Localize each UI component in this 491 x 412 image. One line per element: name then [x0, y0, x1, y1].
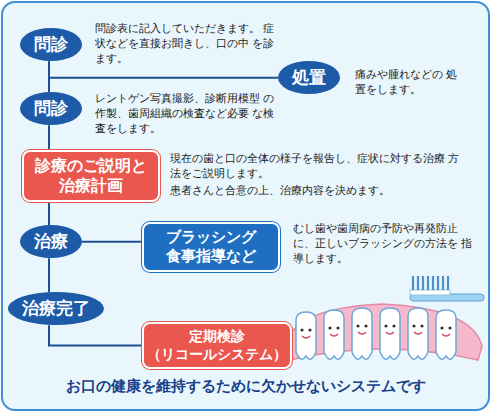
tooth-smiles — [302, 332, 450, 338]
tooth-faces — [300, 324, 451, 331]
tooth-row — [296, 308, 456, 359]
step-oval: 治療完了 — [8, 292, 104, 325]
flow-line — [48, 258, 50, 292]
flow-line — [48, 61, 50, 92]
flow-line — [48, 125, 50, 150]
node-text: 治療完了 — [22, 298, 90, 319]
flow-line — [82, 241, 142, 243]
node-text: 治療 — [34, 231, 68, 252]
toothbrush — [410, 276, 484, 301]
step-oval: 問診 — [20, 92, 82, 125]
description-text: むし歯や歯周病の予防や再発防止 に、正しいブラッシングの方法を 指導します。 — [293, 222, 478, 267]
teeth-illustration — [282, 268, 487, 372]
description-text: レントゲン写真撮影、診断用模型 の作製、歯周組織の検査など必要 な検査をします。 — [95, 92, 275, 137]
flow-line — [49, 325, 142, 345]
guidance-box: ブラッシング 食事指導など — [142, 222, 280, 272]
description-text: 痛みや腫れなどの 処置をします。 — [355, 68, 465, 98]
node-text: 処置 — [292, 67, 326, 88]
description-text: 問診表に記入していただきます。 症状などを直接お聞きし、口の中 を診ます。 — [95, 22, 275, 67]
node-text: 定期検診 （リコールシステム） — [147, 328, 287, 363]
flow-line — [49, 61, 278, 77]
step-oval: 処置 — [278, 61, 340, 94]
step-oval: 問診 — [20, 28, 82, 61]
node-text: 問診 — [34, 34, 68, 55]
node-text: ブラッシング 食事指導など — [152, 228, 270, 266]
gum-shape — [286, 304, 482, 360]
recall-box: 定期検診 （リコールシステム） — [142, 322, 292, 369]
description-text: 現在の歯と口の全体の様子を報告し、症状に対する治療 方法をご説明します。 — [170, 152, 470, 182]
flow-line — [48, 202, 50, 225]
step-oval: 治療 — [20, 225, 82, 258]
node-text: 診療のご説明と 治療計画 — [32, 156, 150, 196]
description-text: 患者さんと合意の上、治療内容を決めます。 — [170, 184, 470, 199]
node-text: 問診 — [34, 98, 68, 119]
plan-box: 診療のご説明と 治療計画 — [22, 150, 160, 202]
caption-text: お口の健康を維持するために欠かせないシステムです — [0, 377, 491, 396]
